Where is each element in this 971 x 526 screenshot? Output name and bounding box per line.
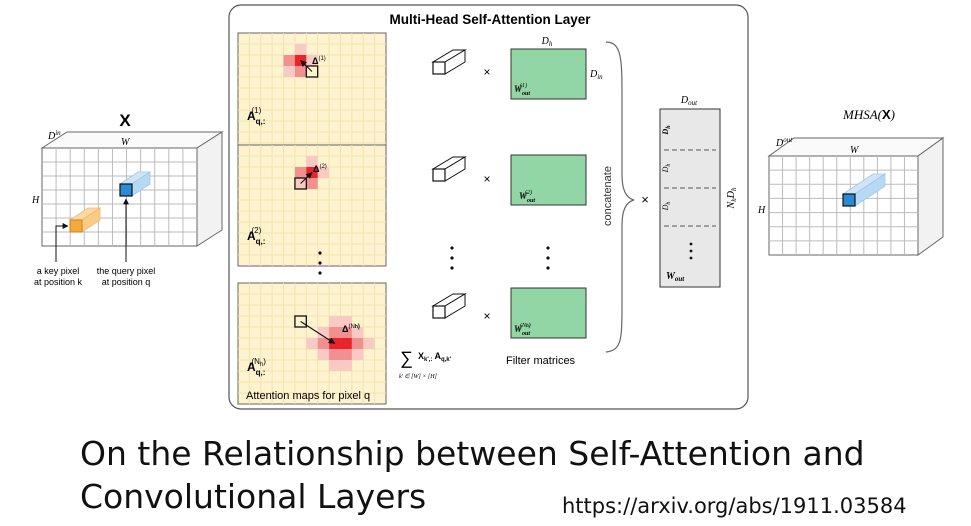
output-dh-3: Dh	[661, 202, 672, 212]
output-ellipsis	[689, 242, 693, 260]
paper-url[interactable]: https://arxiv.org/abs/1911.03584	[562, 494, 907, 518]
output-matrix: Dout Dh Dh Dh Wout NhDh	[659, 95, 738, 288]
output-tensor: MHSA(X) Dout W H	[757, 107, 945, 256]
feature-cube-3	[431, 293, 467, 319]
key-pixel	[69, 219, 83, 233]
output-height-label: H	[757, 205, 766, 216]
headN-label: Aq,:(Nh)	[247, 357, 266, 377]
times-1: ×	[483, 65, 490, 79]
query-cell	[294, 177, 307, 190]
filter-N-label: Wout(Nh)	[514, 322, 531, 337]
input-height-label: H	[31, 195, 40, 206]
query-pixel	[119, 183, 133, 197]
output-w-label: Wout	[666, 271, 685, 283]
times-2: ×	[483, 172, 490, 186]
offset-arrow	[300, 321, 336, 344]
query-pixel-note-2: at position q	[102, 277, 151, 287]
input-label: X	[119, 111, 131, 130]
input-tensor: X Din W H a key pixel at position k the …	[31, 111, 224, 287]
sum-term: Xk',:Aq,k'	[418, 351, 452, 363]
concat-label: concatenate	[602, 166, 614, 226]
input-depth-label: Din	[47, 129, 61, 142]
sum-formula: ∑ k' ∈ [W] × [H] Xk',:Aq,k'	[399, 348, 452, 380]
key-arrow	[55, 223, 69, 262]
paper-title: On the Relationship between Self-Attenti…	[80, 432, 865, 518]
head1-label: Aq,:(1)	[247, 106, 265, 126]
filter-din-label: Din	[589, 69, 603, 81]
output-dh-1: Dh	[661, 125, 672, 136]
attention-map-1	[237, 32, 387, 155]
filter-2-label: Wout(2)	[519, 189, 535, 204]
query-pixel-note-1: the query pixel	[97, 266, 156, 276]
output-side-label: NhDh	[726, 187, 738, 209]
input-front-grid	[41, 147, 198, 247]
attention-map-2	[237, 144, 387, 267]
cubes-ellipsis	[450, 246, 454, 270]
delta-1: Δ(1)	[312, 56, 326, 66]
filter-matrix-N	[510, 287, 587, 339]
attention-maps-caption: Attention maps for pixel q	[246, 390, 370, 402]
output-query-pixel	[842, 193, 856, 207]
attention-map-3	[237, 282, 387, 405]
filter-matrices: Dh Din Wout(1) Wout(2) Wout(Nh) Filter m…	[450, 36, 603, 367]
feature-cubes	[431, 49, 467, 319]
attention-maps	[237, 32, 387, 405]
query-cell	[305, 65, 319, 78]
output-front-grid	[768, 155, 919, 256]
input-width-label: W	[121, 137, 131, 148]
feature-cube-1	[431, 49, 467, 75]
offset-arrow	[300, 172, 313, 184]
key-pixel-note-1: a key pixel	[37, 266, 80, 276]
filter-matrices-caption: Filter matrices	[506, 355, 576, 367]
panel-title: Multi-Head Self-Attention Layer	[389, 12, 591, 27]
sum-lower: k' ∈ [W] × [H]	[399, 373, 438, 380]
times-concat: ×	[641, 192, 649, 207]
filter-1-label: Wout(1)	[514, 82, 530, 97]
filter-matrix-1	[510, 48, 587, 100]
key-pixel-note-2: at position k	[34, 277, 83, 287]
paper-title-line-1: On the Relationship between Self-Attenti…	[80, 434, 865, 473]
output-label: MHSA(X)	[842, 107, 895, 122]
sum-symbol: ∑	[400, 348, 413, 368]
feature-cube-2	[431, 156, 467, 182]
delta-N: Δ(Nh)	[342, 324, 360, 334]
offset-arrow	[300, 60, 313, 72]
concat-brace: concatenate	[602, 41, 635, 353]
times-3: ×	[483, 309, 490, 323]
times-symbols: × × × ×	[483, 65, 648, 323]
attention-map-labels: Aq,:(1) Aq,:(2) Aq,:(Nh) Δ(1) Δ(2) Δ(Nh)…	[246, 56, 370, 402]
filters-ellipsis	[546, 246, 550, 270]
output-matrix-dout: Dout	[680, 95, 698, 107]
input-grid-bg	[41, 147, 198, 247]
output-depth-label: Dout	[775, 136, 793, 149]
filter-matrix-2	[510, 154, 587, 206]
maps-ellipsis	[318, 251, 322, 275]
query-cell	[294, 315, 307, 328]
delta-2: Δ(2)	[313, 164, 327, 174]
output-dh-2: Dh	[661, 164, 672, 174]
output-width-label: W	[850, 145, 860, 156]
filter-dh-label: Dh	[541, 36, 553, 48]
head2-label: Aq,:(2)	[247, 226, 265, 246]
paper-title-line-2: Convolutional Layers	[80, 477, 427, 516]
